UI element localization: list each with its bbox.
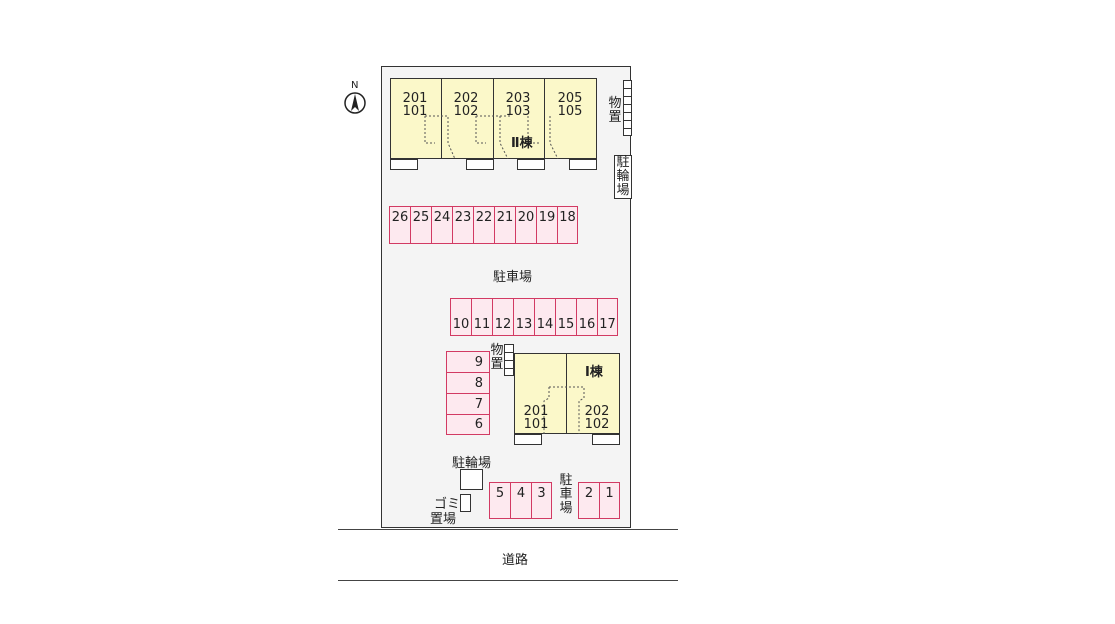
garbage-label-line1: ゴミ: [434, 497, 461, 512]
storage-mid-label: 物置: [490, 343, 504, 372]
parking-spot: 7: [446, 393, 490, 414]
parking-spot: 10: [450, 298, 471, 336]
building-2-step-1: [390, 159, 418, 170]
building-2-step-4: [569, 159, 597, 170]
parking-spot: 3: [531, 482, 552, 519]
parking-main-label: 駐車場: [493, 270, 533, 285]
parking-spot: 17: [597, 298, 618, 336]
building-2-step-3: [517, 159, 545, 170]
unit-upper-label: 205: [557, 91, 583, 106]
unit-lower-label: 103: [505, 104, 531, 119]
unit-lower-label: 102: [453, 104, 479, 119]
parking-spot: 4: [510, 482, 531, 519]
north-compass: N: [340, 80, 370, 120]
building-2-unit-2: 202 102: [441, 92, 491, 118]
building-1-unit-2: 202 102: [575, 405, 619, 431]
parking-small-label: 駐車場: [559, 473, 573, 516]
building-2-unit-3: 203 103: [493, 92, 543, 118]
unit-lower-label: 105: [557, 104, 583, 119]
parking-spot: 18: [557, 206, 578, 244]
unit-upper-label: 201: [402, 91, 428, 106]
parking-spot: 11: [471, 298, 492, 336]
storage-mid-box: [504, 344, 514, 376]
bike-top-label: 駐輪場: [616, 155, 630, 198]
storage-top-label: 物置: [608, 96, 622, 125]
parking-spot: 23: [452, 206, 473, 244]
unit-lower-label: 102: [584, 417, 610, 432]
unit-upper-label: 201: [523, 404, 549, 419]
parking-spot: 12: [492, 298, 513, 336]
unit-upper-label: 202: [584, 404, 610, 419]
parking-spot: 5: [489, 482, 510, 519]
building-1-step-2: [592, 434, 620, 445]
north-compass-icon: [344, 92, 366, 114]
building-1-unit-1: 201 101: [514, 405, 558, 431]
parking-spot: 14: [534, 298, 555, 336]
building-2-unit-1: 201 101: [390, 92, 440, 118]
unit-upper-label: 203: [505, 91, 531, 106]
parking-spot: 22: [473, 206, 494, 244]
bike-bottom-box: [460, 469, 483, 490]
parking-column-left: 9 8 7 6: [446, 351, 490, 435]
storage-top-box: [623, 80, 632, 136]
parking-spot: 25: [410, 206, 431, 244]
road-label: 道路: [502, 553, 529, 568]
parking-spot: 19: [536, 206, 557, 244]
parking-spot: 15: [555, 298, 576, 336]
parking-row-bottom-b: 2 1: [578, 482, 620, 519]
building-1-name: Ⅰ棟: [585, 365, 603, 380]
building-1-divider: [566, 353, 567, 434]
north-label: N: [351, 80, 359, 91]
parking-row-top: 26 25 24 23 22 21 20 19 18: [389, 206, 578, 244]
road-edge-bottom: [338, 580, 678, 581]
garbage-label-line2: 置場: [430, 512, 457, 527]
parking-spot: 2: [578, 482, 599, 519]
building-1-interior-lines: [543, 386, 585, 434]
parking-spot: 9: [446, 351, 490, 372]
building-1-step-1: [514, 434, 542, 445]
parking-row-mid: 10 11 12 13 14 15 16 17: [450, 298, 618, 336]
bike-bottom-label: 駐輪場: [452, 456, 492, 471]
bike-top-box: [614, 155, 632, 199]
parking-spot: 26: [389, 206, 410, 244]
parking-spot: 16: [576, 298, 597, 336]
building-1: [514, 353, 620, 434]
parking-spot: 8: [446, 372, 490, 393]
unit-lower-label: 101: [402, 104, 428, 119]
unit-lower-label: 101: [523, 417, 549, 432]
building-2-interior-lines: [424, 115, 559, 159]
parking-spot: 1: [599, 482, 620, 519]
building-2-dividers: [390, 78, 597, 159]
garbage-box: [460, 494, 471, 512]
parking-spot: 20: [515, 206, 536, 244]
parking-spot: 13: [513, 298, 534, 336]
parking-spot: 24: [431, 206, 452, 244]
road-edge-top: [338, 529, 678, 530]
parking-spot: 21: [494, 206, 515, 244]
building-2-name: Ⅱ棟: [511, 136, 533, 151]
unit-upper-label: 202: [453, 91, 479, 106]
building-2-step-2: [466, 159, 494, 170]
building-2-unit-4: 205 105: [545, 92, 595, 118]
parking-spot: 6: [446, 414, 490, 435]
parking-row-bottom-a: 5 4 3: [489, 482, 552, 519]
